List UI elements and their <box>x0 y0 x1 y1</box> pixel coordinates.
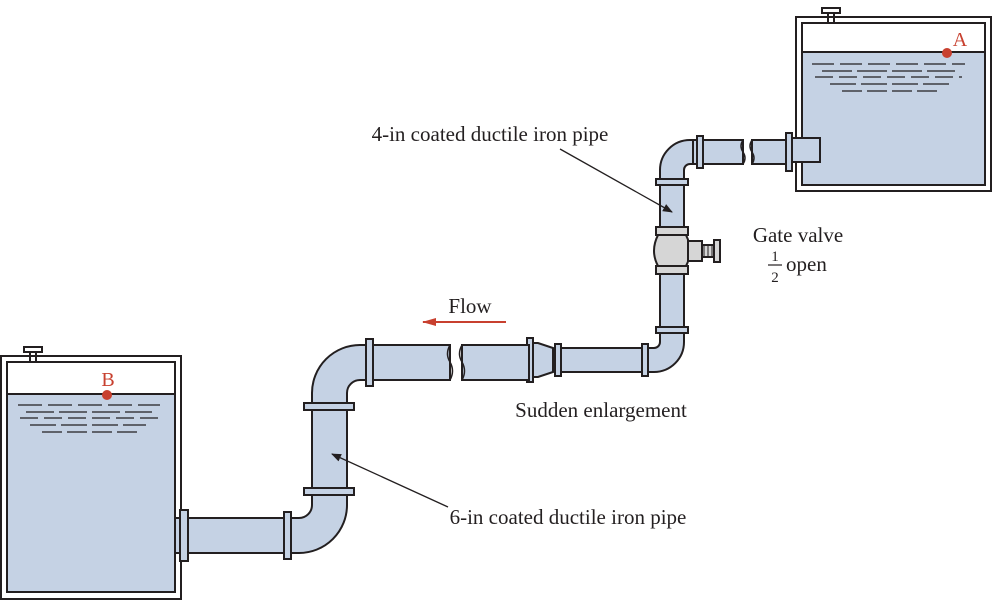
point-b-marker <box>102 390 112 400</box>
valve-handwheel <box>713 239 721 263</box>
valve-open-label: open <box>786 252 827 276</box>
flange <box>283 511 292 560</box>
tank-b-ripples <box>18 404 160 433</box>
pipe-6in-leader <box>331 453 449 508</box>
valve-label: Gate valve <box>753 223 843 247</box>
flange <box>785 132 793 172</box>
flange <box>696 135 704 169</box>
flange <box>303 402 355 411</box>
tank-b-label: B <box>101 369 114 391</box>
tank-a: A <box>795 7 992 192</box>
pipe-4in <box>554 132 821 377</box>
enlargement-label: Sudden enlargement <box>515 398 687 422</box>
pipe-4in-label: 4-in coated ductile iron pipe <box>372 122 609 146</box>
pipe-4in-leader <box>559 148 673 213</box>
point-a-marker <box>942 48 952 58</box>
gate-valve <box>653 226 721 275</box>
flange <box>303 487 355 496</box>
tank-a-outer-wall <box>795 16 992 192</box>
valve-fraction-numerator: 1 <box>771 249 779 265</box>
flange <box>655 178 689 186</box>
tank-b-water <box>7 394 175 592</box>
tank-a-inner-wall <box>801 22 986 186</box>
pipe-6in <box>174 338 530 562</box>
flange <box>179 509 189 562</box>
flange <box>641 343 649 377</box>
flange <box>554 343 562 377</box>
flange <box>365 338 374 387</box>
tank-b-vent <box>23 346 43 362</box>
flange <box>655 326 689 334</box>
tank-b-inner-wall <box>6 361 176 593</box>
tank-a-ripples <box>812 63 965 92</box>
tank-a-vent <box>821 7 841 22</box>
tank-b: B <box>0 346 182 600</box>
tank-a-water <box>802 52 985 185</box>
pipe-6in-label: 6-in coated ductile iron pipe <box>450 505 687 529</box>
tank-b-outer-wall <box>0 355 182 600</box>
tank-a-label: A <box>953 29 968 51</box>
flow-label: Flow <box>448 294 492 318</box>
sudden-enlargement <box>526 337 554 383</box>
valve-fraction-denominator: 2 <box>771 270 779 286</box>
